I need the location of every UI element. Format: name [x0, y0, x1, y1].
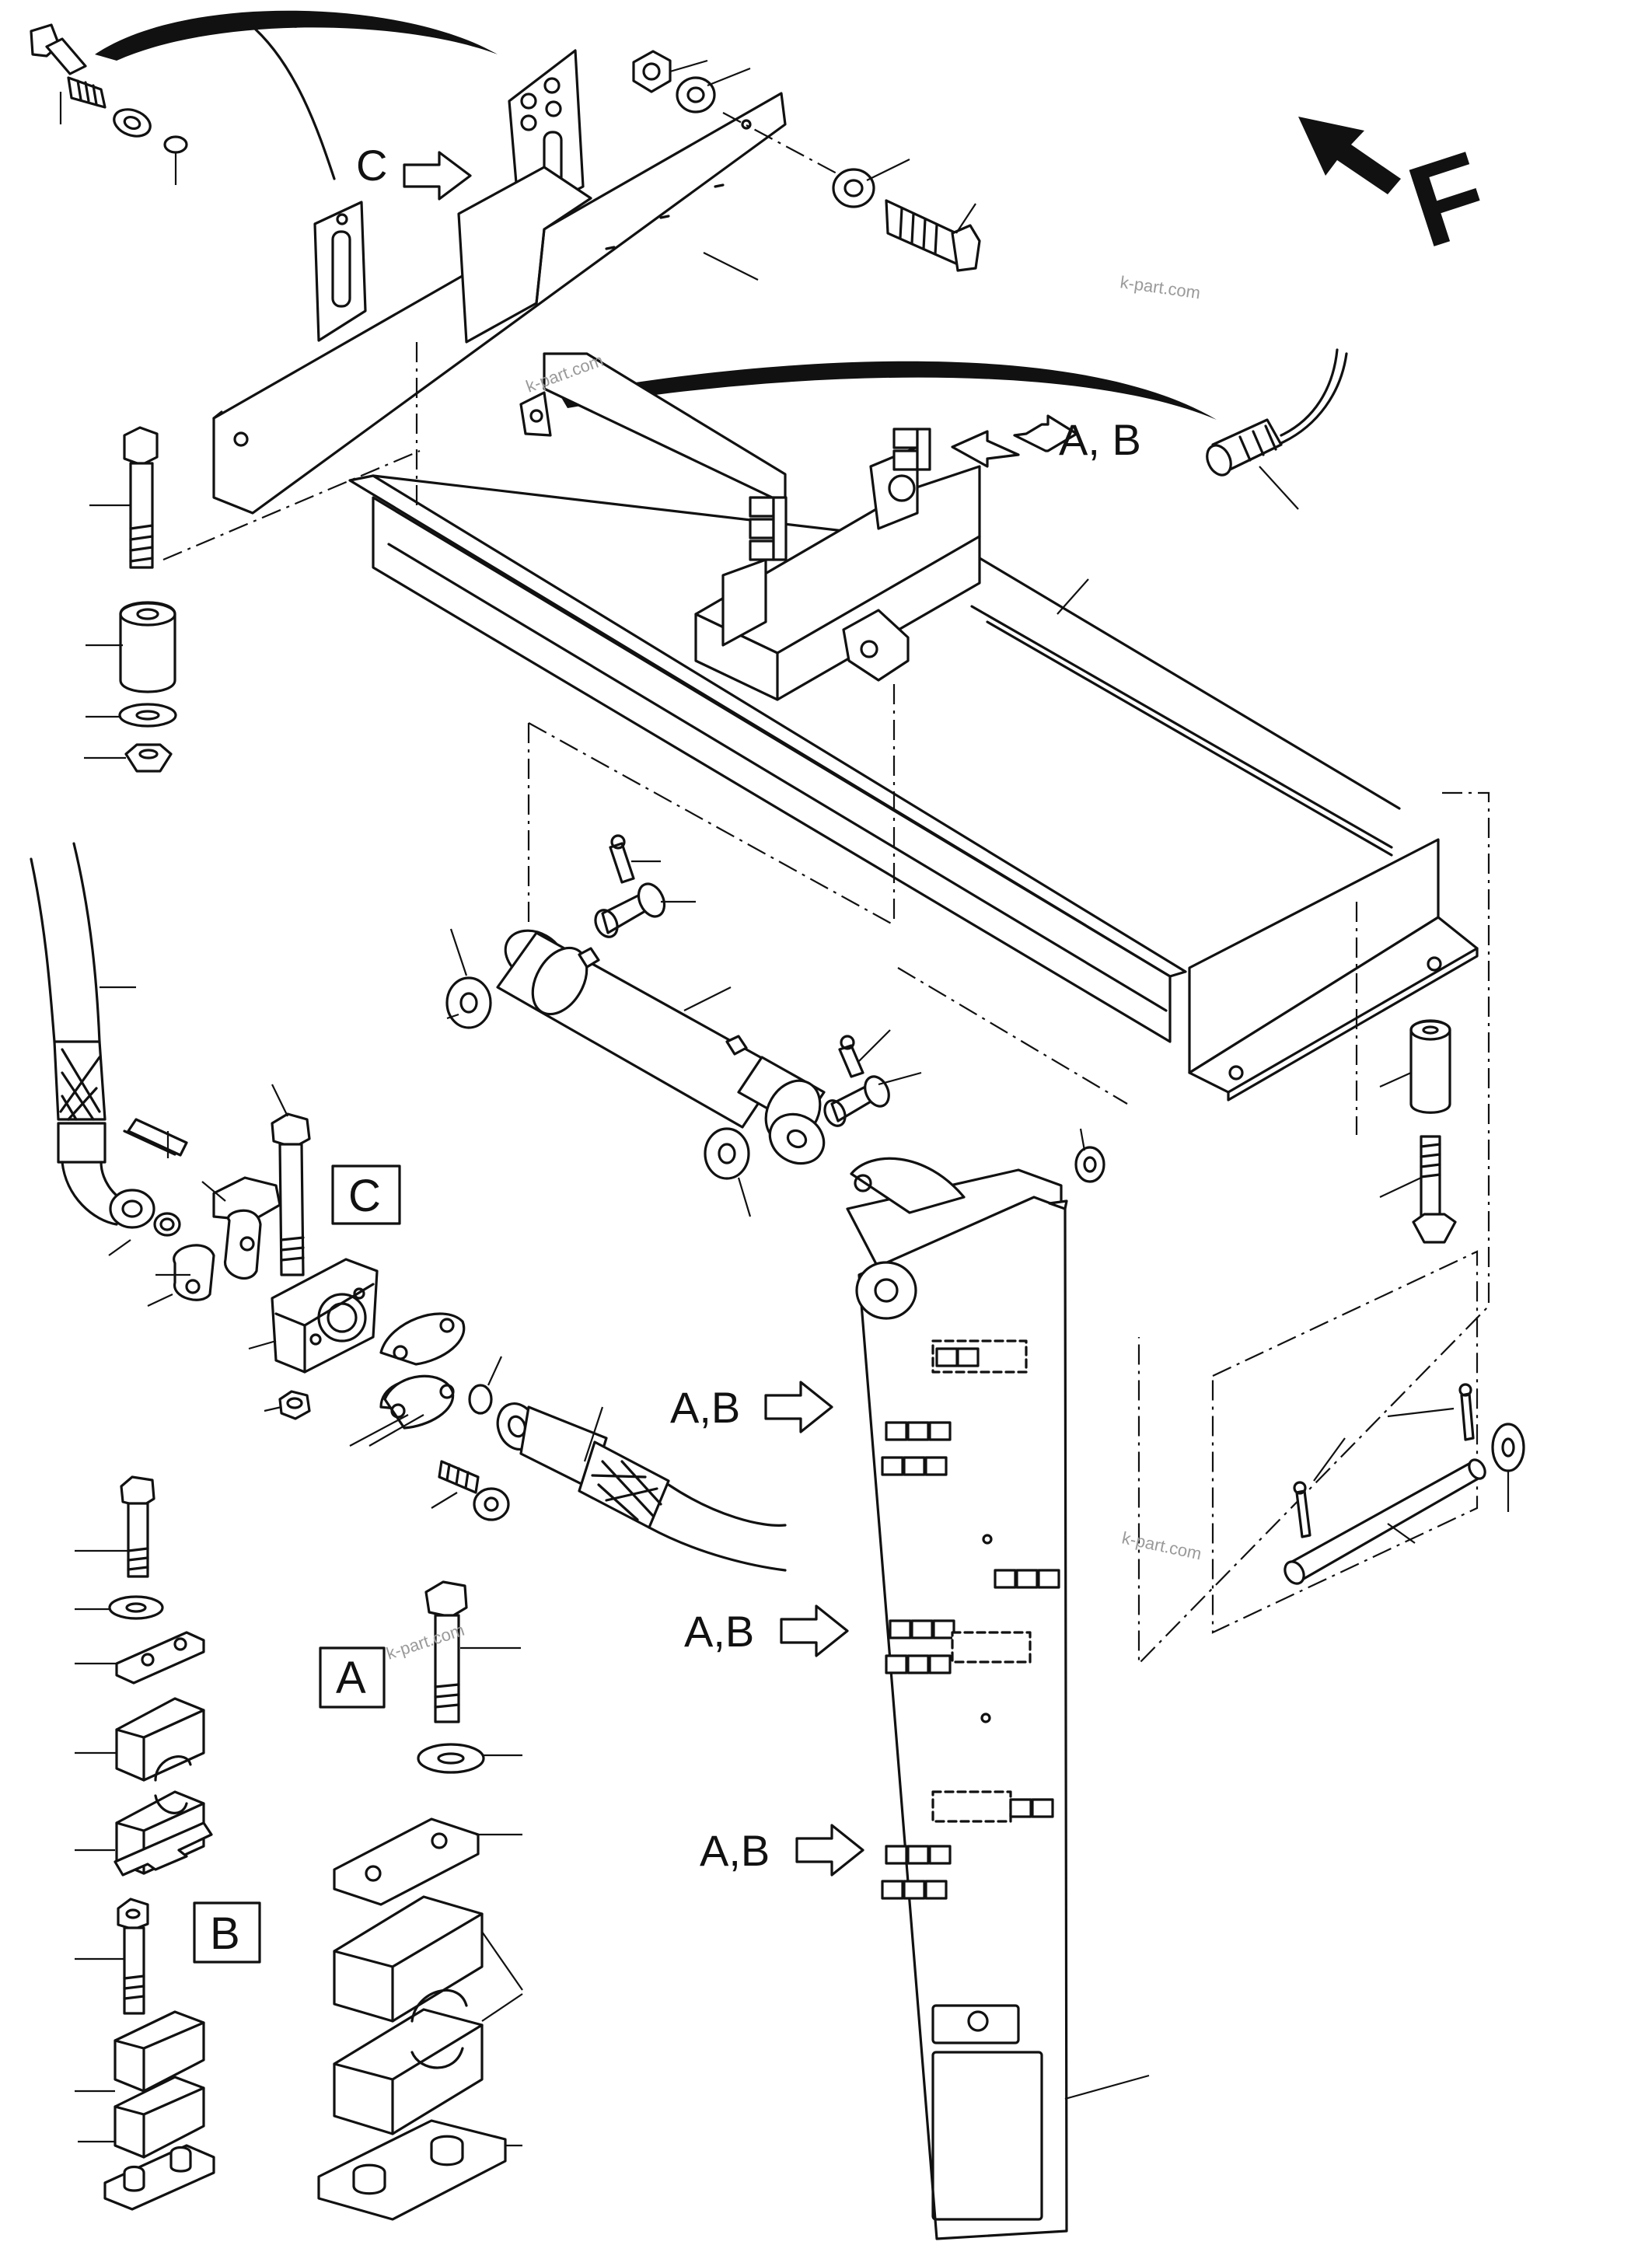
flange-halves-lower[interactable] — [349, 1312, 466, 1447]
support-bracket[interactable] — [212, 49, 787, 515]
frame-cylinder — [527, 722, 1490, 1666]
main-frame-beam[interactable] — [348, 474, 1479, 1102]
clamp-set-a[interactable] — [317, 1580, 523, 2221]
cable-arc — [95, 10, 498, 61]
clamp-set-b-lower[interactable] — [75, 1898, 215, 2211]
flange-bolt-lower[interactable] — [431, 1460, 510, 1521]
o-ring[interactable] — [468, 1356, 502, 1415]
boom-arm[interactable] — [846, 1128, 1150, 2240]
flange-halves-upper[interactable] — [123, 1118, 281, 1307]
direction-label: F — [1394, 126, 1502, 272]
arrow-ab-3 — [795, 1824, 864, 1877]
right-bolt-stack[interactable] — [1379, 1019, 1457, 1244]
arrow-c-top — [403, 151, 472, 201]
cylinder-pins[interactable] — [592, 834, 922, 1129]
sensor-cable-arc — [560, 361, 1217, 420]
mounting-plate[interactable] — [248, 1258, 379, 1420]
hydraulic-cylinder[interactable] — [496, 920, 833, 1173]
callout-box-a: A — [319, 1646, 386, 1709]
label-c-top: C — [356, 141, 387, 190]
label-ab-3: A,B — [700, 1826, 770, 1875]
boom-clamps[interactable] — [881, 1339, 1060, 1900]
frame-pin — [1211, 1250, 1479, 1634]
cylinder-washers[interactable] — [445, 928, 752, 1217]
callout-box-c: C — [331, 1164, 401, 1225]
svg-text:C: C — [348, 1171, 381, 1221]
arrow-ab-top — [1013, 414, 1078, 452]
cylinder-mount-block[interactable] — [519, 352, 981, 701]
callout-box-b: B — [193, 1901, 261, 1964]
pivot-pin[interactable] — [1281, 1383, 1525, 1587]
watermark-3: k-part.com — [1120, 1528, 1203, 1563]
flange-bolt-upper[interactable] — [271, 1084, 311, 1276]
proximity-sensor[interactable] — [1203, 348, 1348, 510]
watermark-1: k-part.com — [1119, 272, 1201, 302]
label-ab-1: A,B — [670, 1383, 740, 1432]
elbow-fitting[interactable] — [30, 23, 188, 185]
arrow-ab-1 — [764, 1381, 833, 1433]
bolt-set-top[interactable] — [632, 50, 981, 272]
label-ab-2: A,B — [684, 1607, 754, 1656]
arrow-ab-2 — [780, 1604, 849, 1657]
direction-arrow — [1298, 117, 1401, 194]
axis-top — [722, 112, 840, 176]
hydraulic-hose-upper[interactable] — [30, 842, 181, 1256]
hydraulic-hose-lower[interactable] — [491, 1398, 787, 1572]
axis-cylinder — [897, 902, 1358, 1135]
svg-text:B: B — [210, 1908, 240, 1959]
svg-text:A: A — [336, 1653, 366, 1703]
clamp-set-b[interactable] — [75, 1475, 213, 1877]
axis-bracket — [162, 342, 896, 925]
cable-sweep — [247, 22, 336, 180]
left-bolt-stack[interactable] — [84, 426, 177, 773]
label-ab-top: A, B — [1059, 415, 1141, 464]
